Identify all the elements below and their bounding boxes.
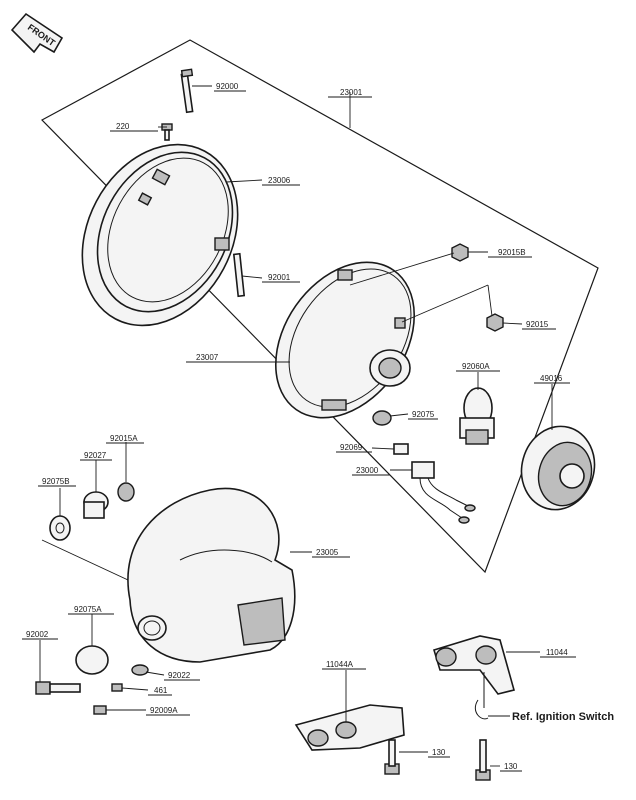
part-labels: 92000 23001 220 23006 92001 92015B 92015…	[22, 82, 614, 772]
bracket-11044a	[294, 704, 405, 751]
label-23005: 23005	[316, 548, 339, 557]
washer-92075b	[49, 515, 71, 541]
reference-note-ignition-switch: Ref. Ignition Switch	[512, 711, 614, 723]
label-92015: 92015	[526, 320, 549, 329]
bolt-130-left	[384, 739, 400, 775]
collar-92015a	[117, 482, 135, 502]
bolt-130-right	[475, 739, 491, 781]
label-23000: 23000	[356, 466, 379, 475]
screw-220	[161, 123, 173, 141]
headlight-unit	[274, 261, 416, 419]
bracket-11044	[433, 635, 515, 695]
nut-92015	[486, 313, 504, 332]
damper-92075a	[75, 645, 109, 675]
assembly-outline	[41, 39, 599, 574]
label-130-left: 130	[432, 748, 446, 757]
label-92075b: 92075B	[42, 477, 70, 486]
screw-92009a	[93, 705, 107, 715]
label-92002: 92002	[26, 630, 49, 639]
nut-92015b	[451, 243, 469, 262]
label-461: 461	[154, 686, 168, 695]
headlight-rim	[81, 143, 239, 327]
label-130-right: 130	[504, 762, 518, 771]
label-92009a: 92009A	[150, 706, 178, 715]
label-11044: 11044	[546, 648, 568, 657]
headlight-housing	[127, 487, 296, 663]
label-11044a: 11044A	[326, 660, 354, 669]
label-220: 220	[116, 122, 130, 131]
nut-461	[111, 683, 123, 692]
collar-92027	[83, 491, 109, 519]
label-49016: 49016	[540, 374, 563, 383]
label-23007: 23007	[196, 353, 219, 362]
label-92015b: 92015B	[498, 248, 526, 257]
screw-92001	[232, 252, 246, 298]
bulb-cover-49016	[520, 425, 596, 511]
leader-lines	[39, 85, 553, 767]
socket-assembly-23000	[411, 461, 476, 524]
ignition-switch-link	[474, 672, 489, 720]
grommet-92075	[372, 410, 392, 426]
clip-92022	[131, 664, 149, 676]
label-92000: 92000	[216, 82, 239, 91]
label-23001: 23001	[340, 88, 363, 97]
front-direction-arrow: FRONT	[10, 12, 64, 54]
label-92015a: 92015A	[110, 434, 138, 443]
label-23006: 23006	[268, 176, 291, 185]
label-92060a: 92060A	[462, 362, 490, 371]
label-92001: 92001	[268, 273, 291, 282]
bolt-92002	[35, 681, 81, 695]
label-92075a: 92075A	[74, 605, 102, 614]
label-92075: 92075	[412, 410, 435, 419]
screw-92000	[180, 68, 194, 114]
bulb-92060a	[459, 387, 495, 445]
label-92027: 92027	[84, 451, 107, 460]
label-92069: 92069	[340, 443, 363, 452]
socket-92069	[393, 443, 409, 455]
label-92022: 92022	[168, 671, 191, 680]
